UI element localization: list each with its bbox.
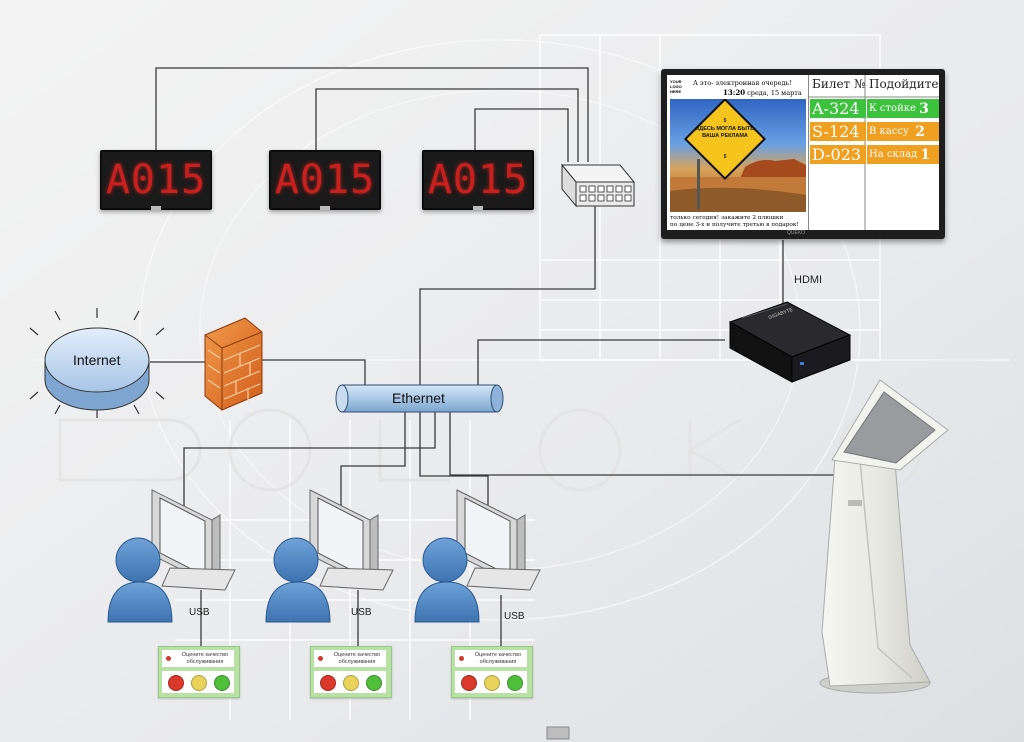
usb-label-2: USB [351,607,372,618]
queue-row-3-dest: На склад 1 [867,145,939,164]
led-display-3: A015 [422,150,534,210]
usb-label-1: USB [189,607,210,618]
queue-row-1-num: 3 [919,100,929,117]
ad-promo-line-2: по цене 3-х и получите третью в подарок! [670,222,799,228]
rating-indicator [459,656,464,661]
queue-row-3-ticket: D-023 [810,145,866,164]
queue-tv-screen: YOUR LOGO HERE А это- электронная очеред… [667,75,939,230]
ad-promo-line-1: только сегодня! закажите 2 плюшки [670,215,784,221]
led-display-text: A015 [274,157,376,203]
rating-terminal-3: Оцените качество обслуживания [451,646,533,698]
good-face-icon[interactable] [507,675,523,691]
queue-row-2-ticket: S-124 [810,122,866,141]
rating-prompt: Оцените качество обслуживания [181,652,229,665]
mini-pc [728,301,852,383]
rating-terminal-1: Оцените качество обслуживания [158,646,240,698]
rating-indicator [166,656,171,661]
rating-prompt: Оцените качество обслуживания [474,652,522,665]
ad-headline: А это- электронная очередь! [693,79,792,87]
bad-face-icon[interactable] [461,675,477,691]
queue-row-3-num: 1 [920,146,931,163]
led-display-2: A015 [269,150,381,210]
queue-row-1-dest-text: К стойке [869,103,916,114]
queue-row-2-num: 2 [915,123,925,140]
neutral-face-icon[interactable] [343,675,359,691]
neutral-face-icon[interactable] [484,675,500,691]
operator-station-1 [107,489,236,623]
good-face-icon[interactable] [366,675,382,691]
ad-time: 13:20 [723,88,746,97]
ad-datetime: 13:20 среда, 15 марта [723,88,802,97]
operator-station-3 [414,489,541,623]
ad-photo-art [670,99,806,212]
queue-col-ticket: Билет № [812,77,866,91]
bottom-icon [546,726,570,740]
queue-row-1-ticket: A-324 [810,99,866,118]
internet-cloud [29,308,165,418]
queue-row-2-dest-text: В кассу [869,126,909,137]
queue-row-2-dest: В кассу 2 [867,122,939,141]
rating-terminal-2: Оцените качество обслуживания [310,646,392,698]
ad-sign-number-bottom: 5 [723,154,727,160]
ad-photo: 5 ЗДЕСЬ МОГЛА БЫТЬ ВАША РЕКЛАМА 5 [670,99,806,212]
led-display-1: A015 [100,150,212,210]
queue-table: Билет № Подойдите A-324 К стойке 3 S-124… [808,75,939,230]
led-display-text: A015 [105,157,207,203]
queue-row-1-dest: К стойке 3 [867,99,939,118]
firewall [204,317,263,411]
bad-face-icon[interactable] [320,675,336,691]
ethernet-bus [335,384,504,413]
hdmi-label: HDMI [794,274,823,286]
ad-logo: YOUR LOGO HERE [670,79,682,94]
ad-date: среда, 15 марта [747,89,802,97]
queue-tv: YOUR LOGO HERE А это- электронная очеред… [661,69,945,239]
operator-station-2 [265,489,394,623]
tv-brand: QUEKO [787,230,806,236]
neutral-face-icon[interactable] [191,675,207,691]
info-kiosk [819,379,949,694]
rating-prompt: Оцените качество обслуживания [333,652,381,665]
bad-face-icon[interactable] [168,675,184,691]
led-display-text: A015 [427,157,529,203]
rating-indicator [318,656,323,661]
queue-col-go: Подойдите [869,77,939,91]
good-face-icon[interactable] [214,675,230,691]
ethernet-label: Ethernet [392,390,445,406]
usb-label-3: USB [504,611,525,622]
ad-sign-number-top: 5 [723,118,727,124]
ad-panel: YOUR LOGO HERE А это- электронная очеред… [667,75,808,230]
internet-label: Internet [73,352,121,368]
ad-sign-text: ЗДЕСЬ МОГЛА БЫТЬ ВАША РЕКЛАМА [695,126,755,139]
queue-row-3-dest-text: На склад [869,149,918,160]
ad-promo: только сегодня! закажите 2 плюшки по цен… [670,215,799,229]
network-switch [560,163,636,208]
